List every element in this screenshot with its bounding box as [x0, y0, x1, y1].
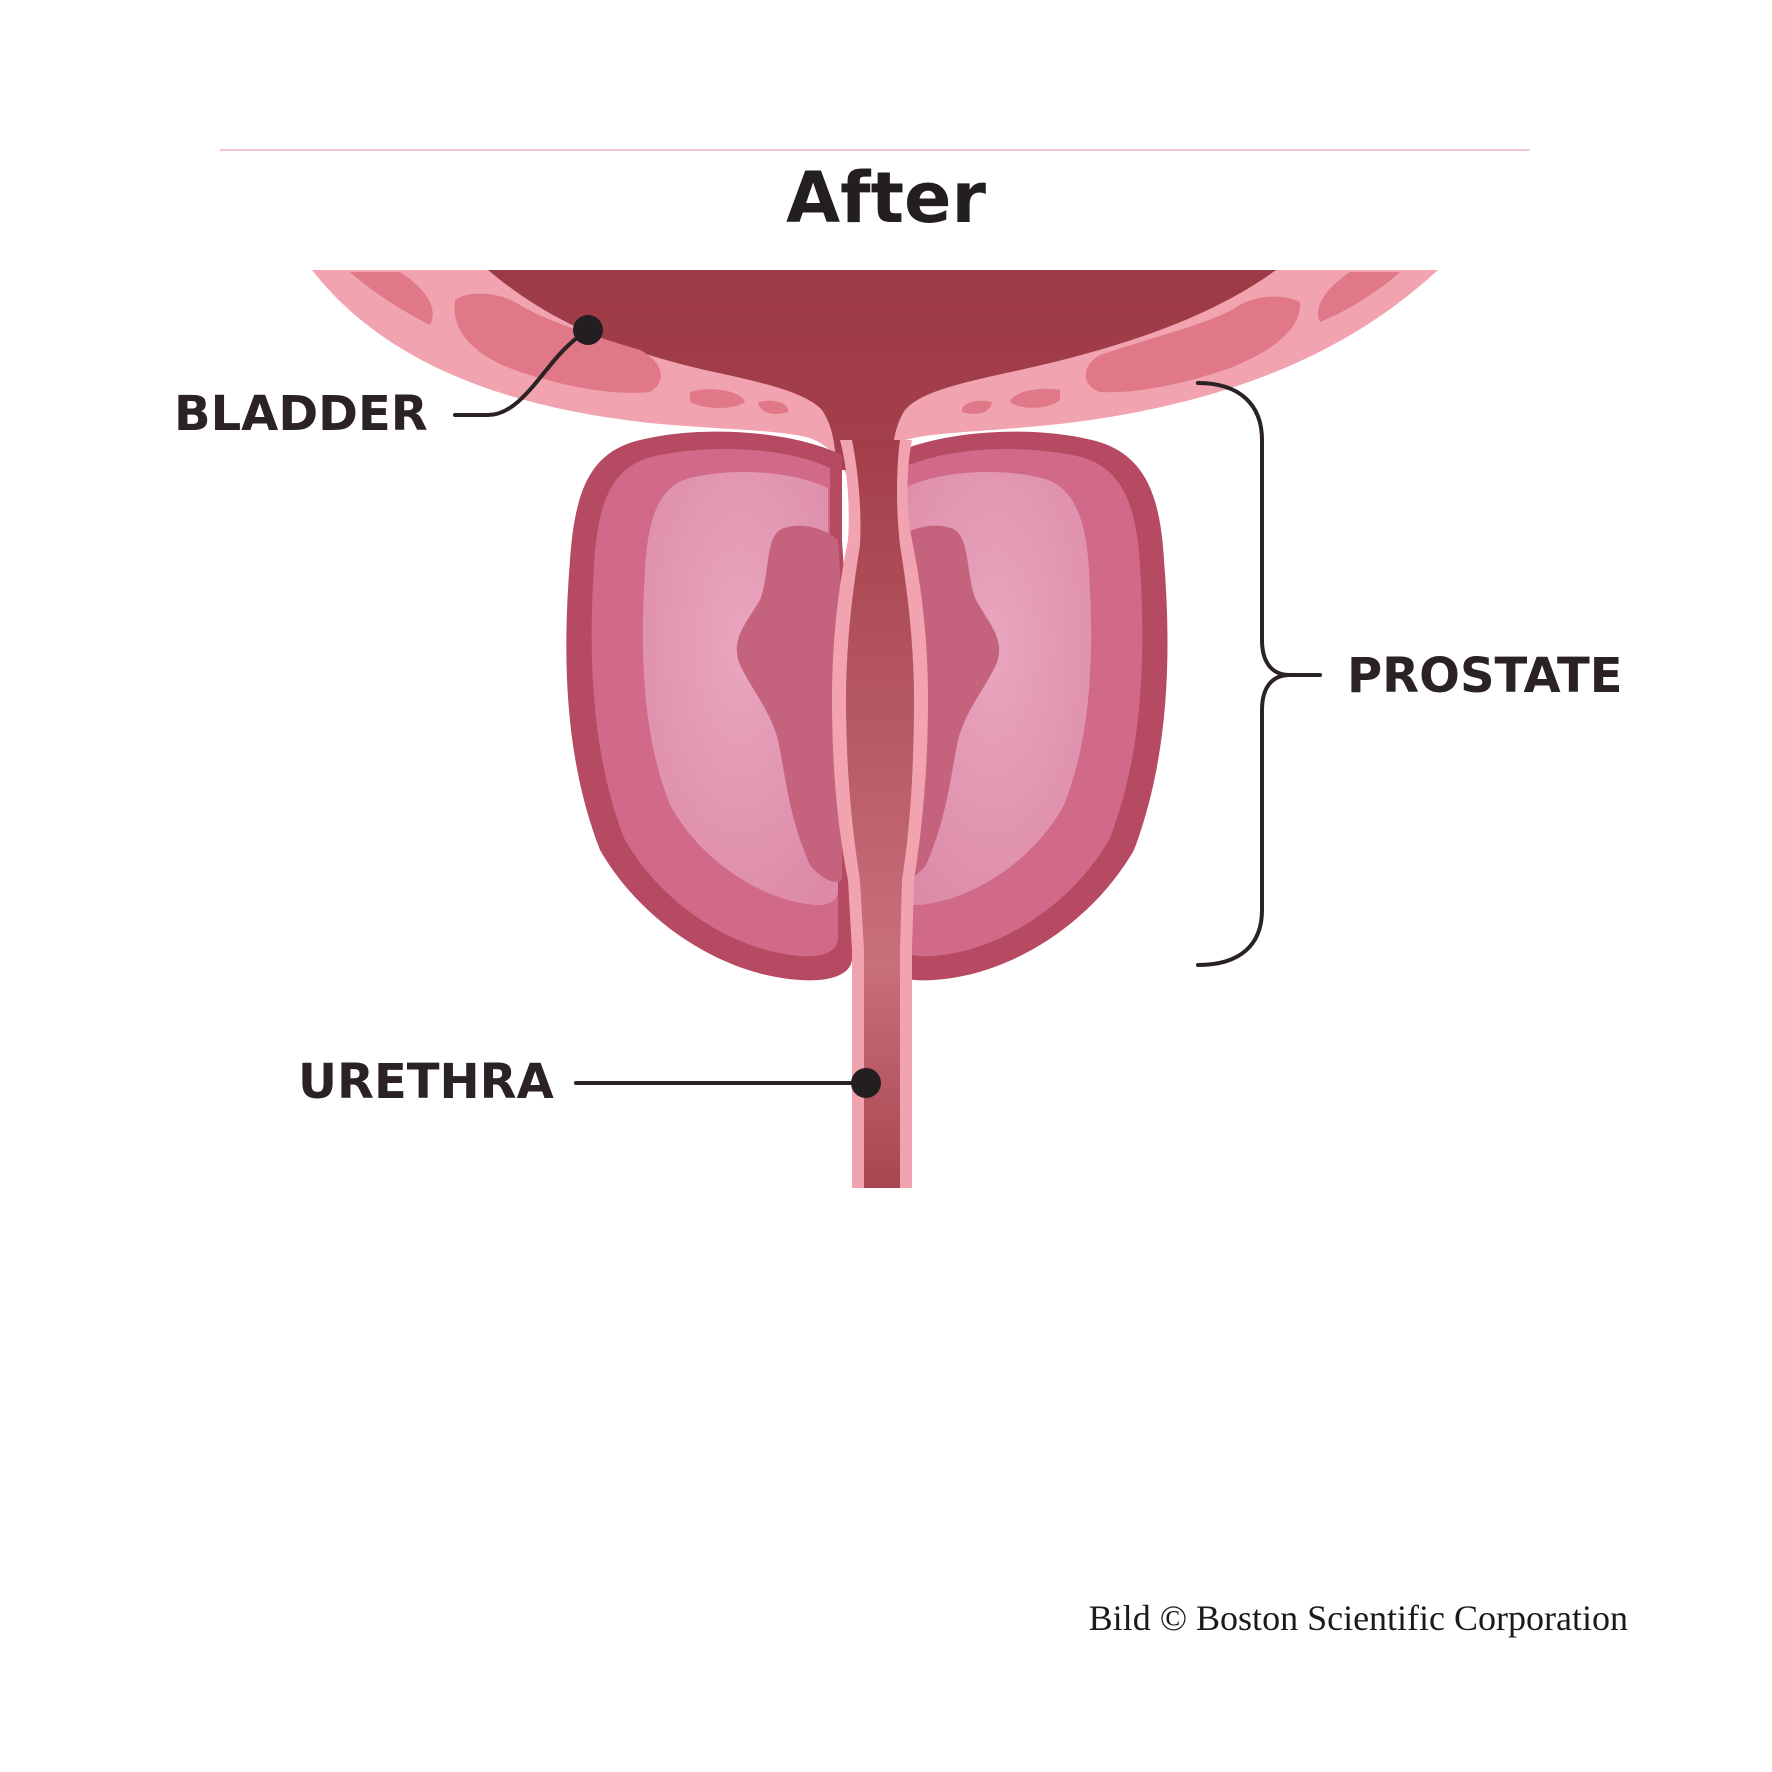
urethra-lumen: [846, 440, 914, 1188]
bladder-muscle-left-2: [454, 293, 661, 393]
bladder-leader-line: [453, 328, 590, 417]
bladder-lumen: [488, 270, 1276, 470]
urethra: [832, 440, 928, 1188]
bladder-muscle-right-3: [1010, 388, 1060, 408]
bladder-leader-dot: [573, 315, 603, 345]
bladder-muscle-left-3: [690, 389, 745, 408]
bladder-muscle-left-4: [758, 400, 789, 414]
prostate: [566, 431, 1168, 981]
prostate-label: PROSTATE: [1347, 648, 1622, 704]
bladder-muscle-left-1: [350, 272, 433, 325]
prostate-left-lobe-inner: [736, 525, 842, 882]
urethra-leader-dot: [851, 1068, 881, 1098]
image-credit: Bild © Boston Scientific Corporation: [1089, 1598, 1628, 1638]
bladder-muscle-right-2: [1085, 296, 1301, 393]
urethra-label: URETHRA: [298, 1054, 554, 1110]
prostate-bracket: [1196, 381, 1322, 967]
page-title: After: [786, 157, 987, 239]
bladder-label: BLADDER: [174, 386, 428, 442]
bladder-muscle-right-1: [1318, 272, 1400, 322]
bladder-muscle-right-4: [961, 400, 992, 414]
